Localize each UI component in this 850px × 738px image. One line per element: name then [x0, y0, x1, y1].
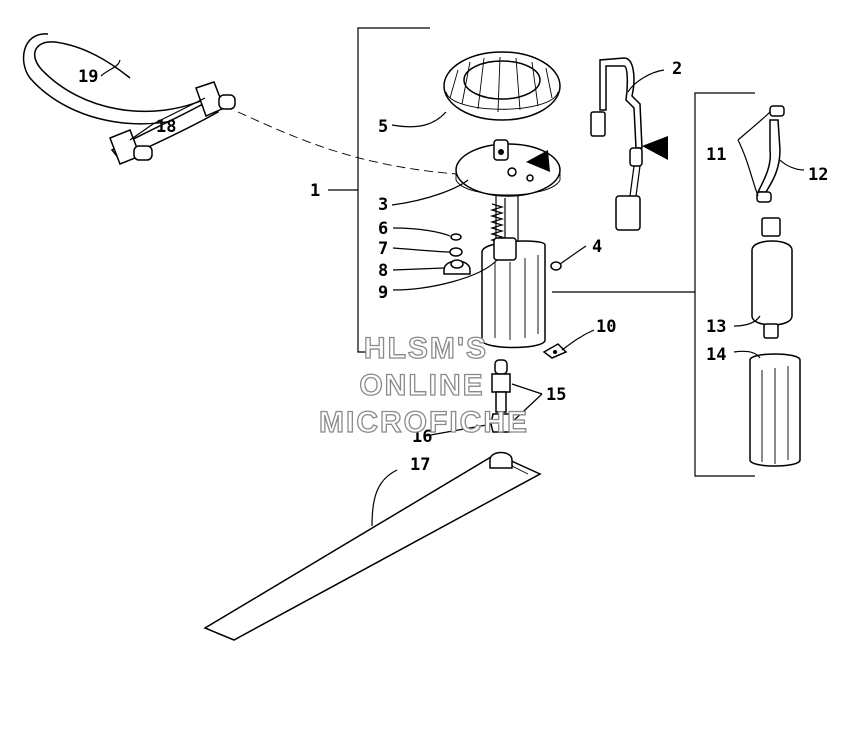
o-ring-6 — [450, 233, 462, 241]
callout-labels: 1 2 3 4 5 6 7 8 9 10 11 12 13 14 15 16 1… — [78, 59, 828, 475]
assembly-bracket-1 — [328, 27, 430, 353]
callout-2: 2 — [672, 59, 682, 79]
leader-lines — [100, 59, 805, 527]
callout-11: 11 — [706, 145, 726, 165]
callout-13: 13 — [706, 317, 726, 337]
pickup-fitting-15 — [491, 359, 511, 413]
hose-routing-line — [237, 111, 471, 176]
watermark-line-3: MICROFICHE — [319, 406, 529, 439]
callout-19: 19 — [78, 67, 98, 87]
watermark: HLSM'S ONLINE MICROFICHE — [318, 331, 529, 439]
direction-arrow-harness — [642, 136, 668, 160]
callout-5: 5 — [378, 117, 388, 137]
assembly-bracket-pump — [552, 92, 755, 477]
pump-flange — [455, 139, 561, 197]
callout-6: 6 — [378, 219, 388, 239]
clip-4 — [550, 261, 562, 271]
fuel-pump-13 — [751, 217, 793, 339]
fuel-hose — [22, 33, 220, 161]
callout-16: 16 — [412, 427, 432, 447]
callout-10: 10 — [596, 317, 616, 337]
callout-14: 14 — [706, 345, 726, 365]
hose-clamp-11-lower — [756, 191, 772, 203]
callout-1: 1 — [310, 181, 320, 201]
callout-17: 17 — [410, 455, 430, 475]
mounting-strap — [203, 451, 542, 641]
lock-ring — [443, 51, 561, 121]
pump-reservoir — [481, 237, 546, 349]
callout-7: 7 — [378, 239, 388, 259]
direction-arrow-flange — [526, 150, 550, 172]
watermark-line-2: ONLINE — [359, 369, 484, 402]
washer-7 — [449, 247, 463, 257]
hose-clamp-11-upper — [769, 105, 785, 117]
callout-3: 3 — [378, 195, 388, 215]
pump-sleeve-14 — [749, 353, 801, 467]
sender-float-8 — [443, 259, 471, 275]
callout-8: 8 — [378, 261, 388, 281]
callout-15: 15 — [546, 385, 566, 405]
hose-fitting-upper — [195, 81, 236, 118]
pump-hose-12 — [756, 119, 781, 193]
callout-9: 9 — [378, 283, 388, 303]
wiring-harness — [590, 57, 643, 231]
callout-12: 12 — [808, 165, 828, 185]
watermark-line-1: HLSM'S — [364, 332, 488, 365]
callout-4: 4 — [592, 237, 602, 257]
clip-10 — [542, 343, 568, 359]
callout-18: 18 — [156, 117, 176, 137]
